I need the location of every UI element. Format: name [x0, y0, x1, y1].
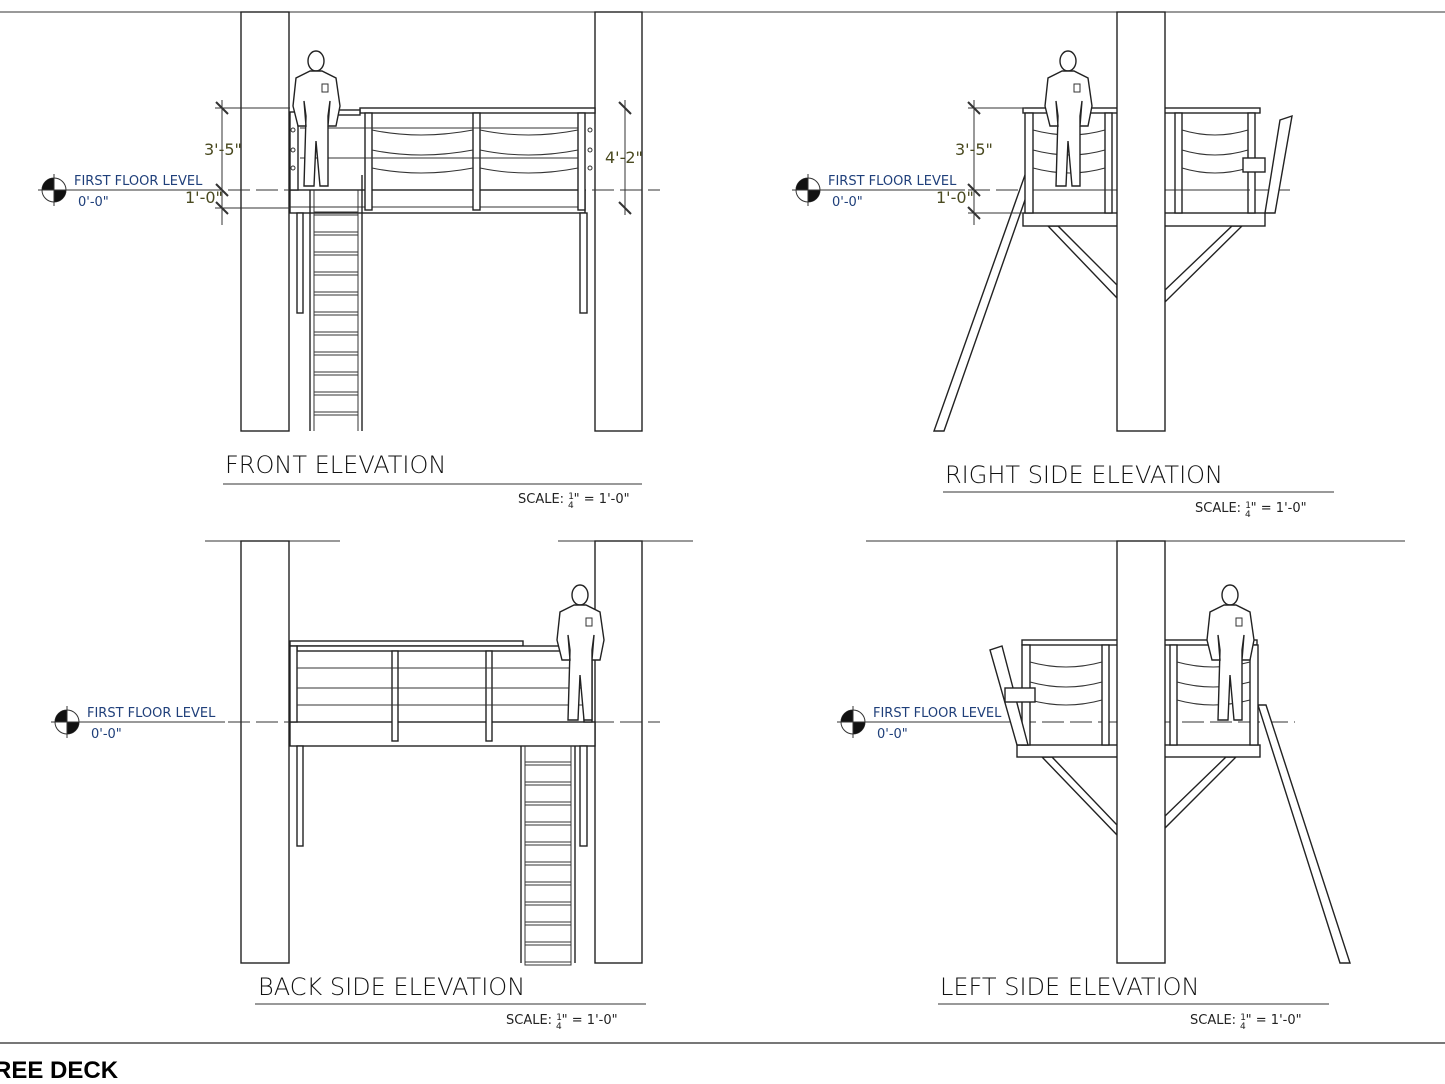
- ladder-rung: [524, 881, 572, 886]
- person-figure: [1044, 50, 1093, 187]
- level-marker: [791, 173, 825, 207]
- level-marker: [50, 705, 84, 739]
- svg-text:0'-0": 0'-0": [877, 727, 908, 742]
- ladder-rung: [313, 391, 359, 396]
- svg-text:FIRST FLOOR LEVEL: FIRST FLOOR LEVEL: [828, 174, 957, 189]
- level-elevation: 0'-0": [78, 195, 109, 210]
- deck-platform: [289, 189, 586, 214]
- tree-trunk-right: [594, 11, 643, 432]
- ladder-rung: [524, 941, 572, 946]
- sheet-title: REE DECK: [0, 1057, 119, 1084]
- ladder-rung: [313, 251, 359, 256]
- dim-railing-height: 3'-5": [204, 140, 242, 159]
- level-marker: [836, 705, 870, 739]
- tree-trunk-left: [240, 540, 290, 964]
- tree-trunk-right: [594, 540, 643, 964]
- tree-trunk-left: [240, 11, 290, 432]
- ladder: [309, 175, 363, 431]
- level-marker: [37, 173, 71, 207]
- ladder-rung: [313, 231, 359, 236]
- diagonal-ladder: [1257, 704, 1351, 964]
- deck-platform: [289, 721, 596, 747]
- svg-text:1'-0": 1'-0": [936, 188, 974, 207]
- ladder-rung: [524, 801, 572, 806]
- tree-trunk: [1116, 11, 1166, 432]
- dimension-left: [215, 100, 290, 225]
- ladder-rung: [524, 781, 572, 786]
- ladder-rung: [313, 351, 359, 356]
- ladder-rung: [313, 331, 359, 336]
- back-side-elevation: FIRST FLOOR LEVEL 0'-0" BACK SIDE ELEVAT…: [50, 540, 660, 1032]
- railing-top: [289, 640, 524, 647]
- person-figure: [292, 50, 341, 187]
- ladder-rung: [313, 311, 359, 316]
- ladder-rung: [524, 761, 572, 766]
- ladder-rung: [524, 841, 572, 846]
- railing-top: [359, 107, 596, 114]
- right-side-elevation: FIRST FLOOR LEVEL 0'-0" 3'-5" 1'-0" RIGH…: [791, 11, 1334, 520]
- dim-overall-height: 4'-2": [605, 148, 643, 167]
- svg-text:3'-5": 3'-5": [955, 140, 993, 159]
- bench: [1264, 114, 1293, 214]
- ladder-rung: [524, 861, 572, 866]
- svg-text:0'-0": 0'-0": [91, 727, 122, 742]
- dimension-right: [618, 100, 632, 215]
- view-title: LEFT SIDE ELEVATION: [940, 973, 1200, 1001]
- dim-deck-depth: 1'-0": [185, 188, 223, 207]
- ladder-rung: [524, 901, 572, 906]
- view-title: BACK SIDE ELEVATION: [258, 973, 525, 1001]
- view-title: RIGHT SIDE ELEVATION: [945, 461, 1223, 489]
- ladder-rung: [524, 821, 572, 826]
- svg-text:FIRST FLOOR LEVEL: FIRST FLOOR LEVEL: [87, 706, 216, 721]
- ladder-rung: [313, 411, 359, 416]
- tree-trunk: [1116, 540, 1166, 964]
- ladder-rung: [313, 211, 359, 216]
- svg-text:FIRST FLOOR LEVEL: FIRST FLOOR LEVEL: [873, 706, 1002, 721]
- ladder-rung: [313, 291, 359, 296]
- level-label: FIRST FLOOR LEVEL: [74, 174, 203, 189]
- view-title: FRONT ELEVATION: [225, 451, 446, 479]
- ladder: [520, 746, 576, 966]
- front-elevation: FIRST FLOOR LEVEL 0'-0" 3'-5" 1'-0" 4'-2…: [37, 11, 660, 511]
- person-figure: [1206, 584, 1255, 721]
- ladder-rung: [524, 921, 572, 926]
- ladder-rung: [524, 961, 572, 966]
- ladder-rung: [313, 371, 359, 376]
- ladder-rung: [313, 271, 359, 276]
- svg-text:0'-0": 0'-0": [832, 195, 863, 210]
- left-side-elevation: FIRST FLOOR LEVEL 0'-0" LEFT SIDE ELEVAT…: [836, 540, 1351, 1032]
